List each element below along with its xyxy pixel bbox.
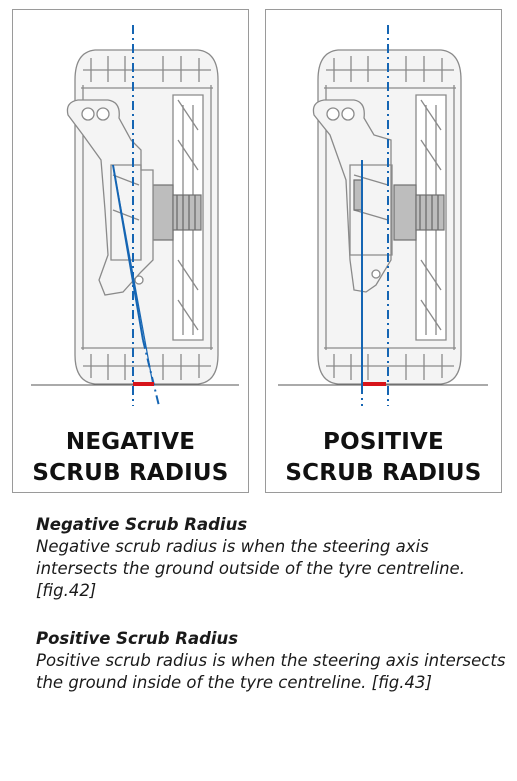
positive-title-line2: SCRUB RADIUS bbox=[285, 460, 482, 486]
positive-scrub-heading: Positive Scrub Radius bbox=[36, 629, 239, 648]
negative-title-line1: NEGATIVE bbox=[65, 429, 196, 455]
negative-title-line2: SCRUB RADIUS bbox=[32, 460, 229, 486]
positive-scrub-body: Positive scrub radius is when the steeri… bbox=[36, 651, 506, 692]
steering-knuckle bbox=[312, 99, 393, 293]
hub-axle bbox=[152, 184, 202, 241]
negative-scrub-diagram bbox=[31, 25, 239, 407]
steering-axis-secondary bbox=[112, 164, 154, 386]
negative-scrub-heading: Negative Scrub Radius bbox=[36, 515, 248, 534]
positive-scrub-description: Positive Scrub Radius Positive scrub rad… bbox=[36, 628, 506, 694]
negative-panel-title: NEGATIVE SCRUB RADIUS bbox=[13, 427, 248, 489]
negative-scrub-description: Negative Scrub Radius Negative scrub rad… bbox=[36, 514, 506, 602]
positive-scrub-diagram bbox=[278, 25, 488, 406]
positive-title-line1: POSITIVE bbox=[323, 429, 444, 455]
negative-scrub-body: Negative scrub radius is when the steeri… bbox=[36, 537, 465, 600]
positive-scrub-figure: POSITIVE SCRUB RADIUS bbox=[265, 9, 502, 493]
negative-scrub-figure: NEGATIVE SCRUB RADIUS bbox=[12, 9, 249, 493]
positive-panel-title: POSITIVE SCRUB RADIUS bbox=[266, 427, 501, 489]
hub-axle bbox=[393, 184, 445, 241]
steering-knuckle bbox=[66, 99, 154, 296]
